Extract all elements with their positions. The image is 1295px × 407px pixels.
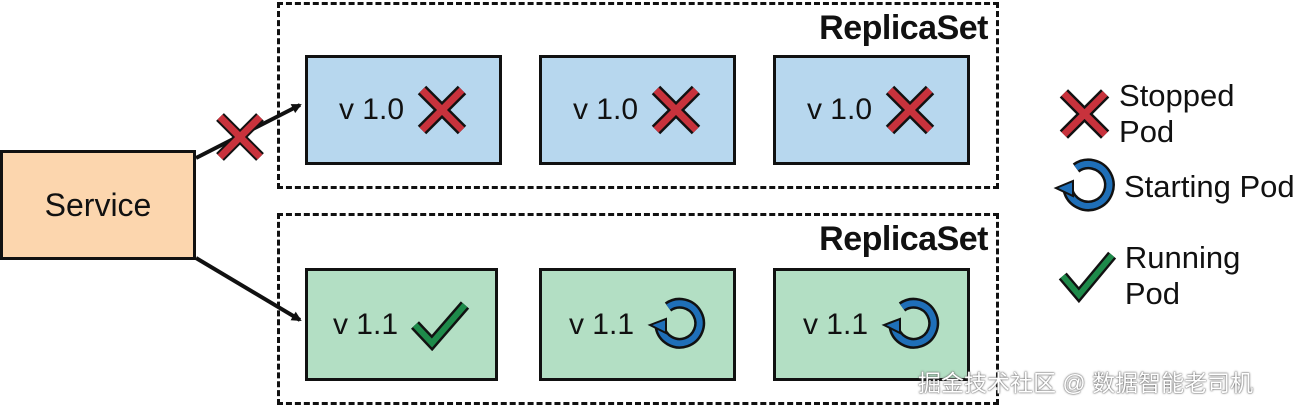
legend-starting-label: Starting Pod bbox=[1124, 169, 1295, 204]
pod-version: v 1.1 bbox=[332, 307, 399, 341]
arrow-to-new-replicaset bbox=[194, 256, 302, 322]
pod-version: v 1.0 bbox=[806, 93, 873, 126]
legend-stopped: Stopped Pod bbox=[1058, 78, 1295, 150]
pod-version: v 1.0 bbox=[572, 93, 639, 126]
pod-version: v 1.1 bbox=[568, 307, 635, 341]
legend-starting: Starting Pod bbox=[1052, 158, 1295, 216]
replicaset-title: ReplicaSet bbox=[819, 220, 988, 258]
stopped-icon bbox=[651, 85, 701, 135]
replicaset-old: ReplicaSet bbox=[277, 2, 999, 189]
watermark-text: 掘金技术社区 @ 数据智能老司机 bbox=[918, 370, 1254, 396]
pod-old-1: v 1.0 bbox=[305, 55, 502, 165]
stopped-icon bbox=[417, 85, 467, 135]
replicaset-new: ReplicaSet bbox=[277, 213, 999, 405]
pod-old-2: v 1.0 bbox=[539, 55, 736, 165]
pod-new-3: v 1.1 bbox=[773, 268, 970, 381]
starting-icon bbox=[647, 297, 706, 349]
legend-stopped-label: Stopped Pod bbox=[1119, 78, 1235, 149]
service-box: Service bbox=[0, 150, 196, 260]
starting-icon bbox=[1053, 158, 1115, 212]
starting-icon bbox=[881, 297, 940, 349]
blocked-connection-icon bbox=[216, 113, 264, 161]
legend-running-label: Running Pod bbox=[1124, 240, 1241, 311]
pod-new-2: v 1.1 bbox=[539, 268, 736, 381]
pod-old-3: v 1.0 bbox=[773, 55, 970, 165]
legend-running: Running Pod bbox=[1058, 240, 1295, 312]
pod-version: v 1.0 bbox=[338, 93, 405, 126]
running-icon bbox=[411, 300, 470, 351]
stopped-icon bbox=[1059, 89, 1110, 139]
running-icon bbox=[1058, 251, 1117, 304]
service-label: Service bbox=[44, 186, 152, 223]
pod-version: v 1.1 bbox=[802, 307, 869, 341]
stopped-icon bbox=[885, 85, 935, 135]
replicaset-title: ReplicaSet bbox=[819, 9, 988, 47]
pod-new-1: v 1.1 bbox=[305, 268, 498, 381]
